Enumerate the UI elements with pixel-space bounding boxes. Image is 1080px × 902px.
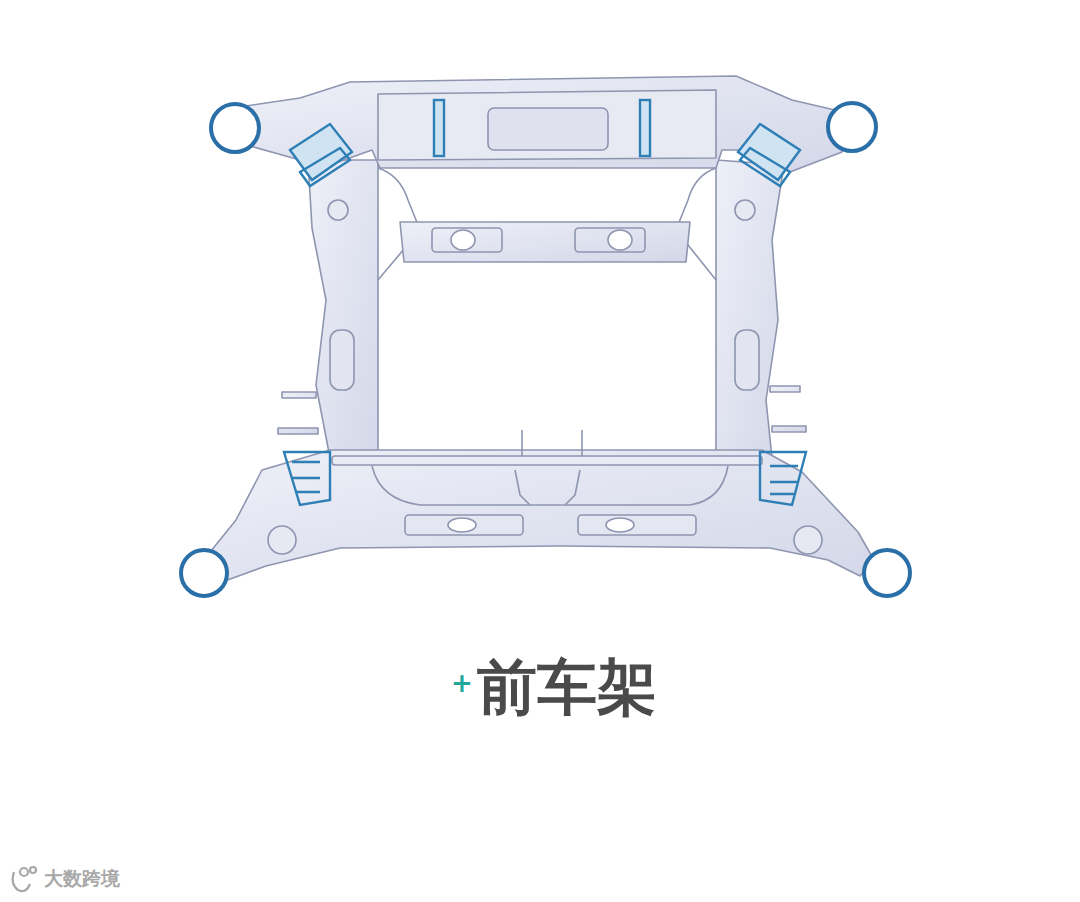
side-rail [308,160,378,458]
link-bracket [770,466,798,494]
bolt-hole [451,230,475,250]
rear-crossmember [202,450,874,582]
center-rib [515,470,580,505]
mount-tab [770,386,806,432]
crossmember-slot [405,515,523,535]
mount-ring [864,550,910,596]
bullet-mark: + [451,670,473,696]
link-bracket [284,452,330,505]
panel-outline [575,228,645,252]
mount-ring [181,550,227,596]
crossmember-recess [378,90,716,160]
rail-pocket [735,330,759,390]
stabilizer-bar [332,456,762,465]
mount-tab [278,392,318,434]
mount-slot [640,100,650,156]
bushing-bracket [300,148,350,186]
caption: 前车架 [477,648,657,726]
watermark: 大数跨境 [44,866,120,892]
rail-hole [328,200,348,220]
mount-ring [211,104,259,152]
mount-ring [828,103,876,151]
link-bracket [760,452,806,505]
bolt-hole [606,518,634,532]
arm-hole [794,526,822,554]
side-rail [716,160,784,458]
rail-hole [735,200,755,220]
bolt-hole [448,518,476,532]
bolt-hole [608,230,632,250]
bar-pin [522,430,582,456]
link-bracket [292,462,320,492]
mount-slot [434,100,444,156]
crossmember-slot [578,515,696,535]
crossmember-edge [372,466,728,505]
rail-pocket [330,330,354,390]
watermark-logo [13,867,36,891]
crossmember-panel [488,108,608,150]
arm-hole [268,526,296,554]
panel-outline [432,228,502,252]
middle-crossbar [400,222,690,262]
bushing-bracket [740,148,790,186]
